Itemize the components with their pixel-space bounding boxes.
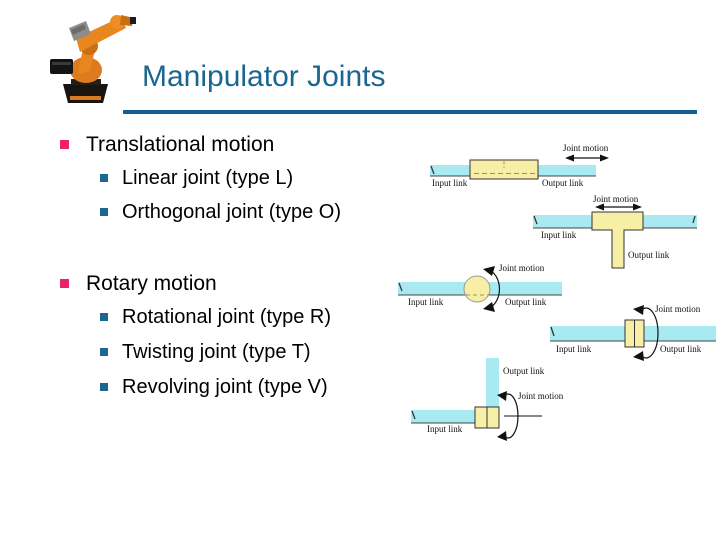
bullet-label: Rotational joint (type R) xyxy=(122,306,331,328)
input-link-bar xyxy=(411,410,475,423)
bullet-square-icon xyxy=(60,279,69,288)
bullet-label: Revolving joint (type V) xyxy=(122,376,328,398)
bullet-label: Linear joint (type L) xyxy=(122,167,294,189)
bullet-item-orthogonal-joint: Orthogonal joint (type O) xyxy=(100,201,341,224)
orthogonal-joint-graphic xyxy=(533,203,697,269)
label-input-link: Input link xyxy=(432,178,468,188)
label-output-link: Output link xyxy=(503,366,545,376)
label-input-link: Input link xyxy=(541,230,577,240)
output-link-bar xyxy=(486,358,499,408)
bullet-item-linear-joint: Linear joint (type L) xyxy=(100,167,293,190)
diagram-revolving-joint: Output link Joint motion Input link xyxy=(405,355,585,443)
bullet-square-icon xyxy=(100,383,108,391)
label-joint-motion: Joint motion xyxy=(563,143,609,153)
bullet-item-twisting-joint: Twisting joint (type T) xyxy=(100,341,311,364)
diagram-orthogonal-joint: Joint motion Input link Output link xyxy=(530,193,720,273)
rotational-joint-graphic xyxy=(398,266,562,312)
diagram-twisting-joint: Joint motion Input link Output link xyxy=(548,303,720,361)
bullet-square-icon xyxy=(100,208,108,216)
label-input-link: Input link xyxy=(427,424,463,434)
label-output-link: Output link xyxy=(628,250,670,260)
bullet-item-rotational-joint: Rotational joint (type R) xyxy=(100,306,331,329)
diagram-linear-joint: Joint motion Input link Output link xyxy=(425,140,645,195)
label-joint-motion: Joint motion xyxy=(593,194,639,204)
page-title: Manipulator Joints xyxy=(142,60,386,93)
label-output-link: Output link xyxy=(660,344,702,354)
title-underline xyxy=(123,110,697,114)
bullet-square-icon xyxy=(60,140,69,149)
bullet-square-icon xyxy=(100,174,108,182)
bullet-label: Twisting joint (type T) xyxy=(122,341,311,363)
bullet-item-rotary-motion: Rotary motion xyxy=(60,272,217,296)
label-input-link: Input link xyxy=(556,344,592,354)
twisting-joint-graphic xyxy=(550,305,716,361)
bullet-label: Rotary motion xyxy=(86,272,217,295)
revolving-joint-graphic xyxy=(411,358,542,441)
linear-joint-graphic xyxy=(430,154,609,180)
joint-pivot xyxy=(463,275,491,303)
label-output-link: Output link xyxy=(542,178,584,188)
bullet-square-icon xyxy=(100,313,108,321)
label-joint-motion: Joint motion xyxy=(655,304,701,314)
label-input-link: Input link xyxy=(408,297,444,307)
bullet-item-translational-motion: Translational motion xyxy=(60,133,274,157)
industrial-robot-arm-icon xyxy=(50,15,136,103)
label-joint-motion: Joint motion xyxy=(518,391,564,401)
label-output-link: Output link xyxy=(505,297,547,307)
bullet-item-revolving-joint: Revolving joint (type V) xyxy=(100,376,328,399)
label-joint-motion: Joint motion xyxy=(499,263,545,273)
diagram-rotational-joint: Joint motion Input link Output link xyxy=(395,262,570,314)
bullet-label: Translational motion xyxy=(86,133,275,156)
bullet-square-icon xyxy=(100,348,108,356)
joint-block xyxy=(591,211,644,269)
joint-block xyxy=(469,159,539,180)
bullet-label: Orthogonal joint (type O) xyxy=(122,201,341,223)
